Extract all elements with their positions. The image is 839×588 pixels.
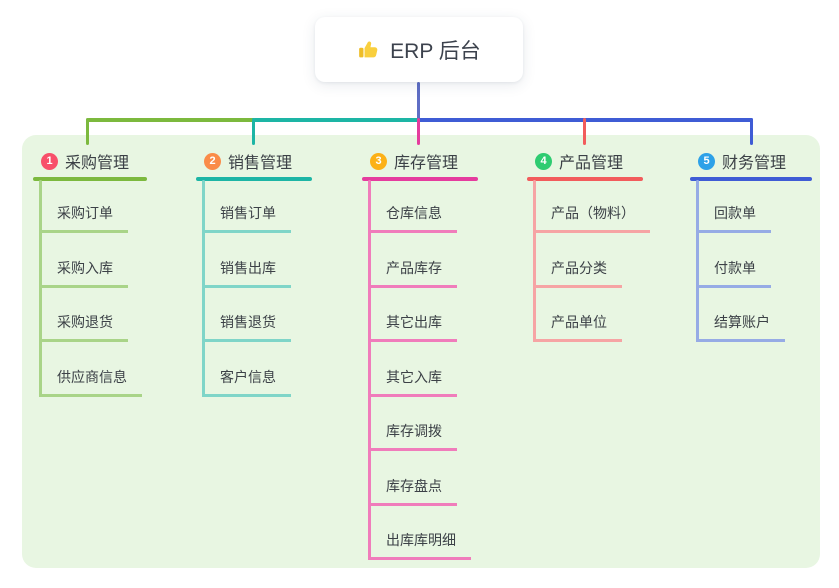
child-node[interactable]: 产品分类	[533, 258, 622, 288]
connector-line	[416, 118, 420, 145]
branch-index-badge: 2	[204, 152, 221, 170]
branch-node-1[interactable]: 1 采购管理	[41, 149, 129, 173]
branch-node-2[interactable]: 2 销售管理	[204, 149, 292, 173]
connector-line	[251, 118, 255, 145]
child-node-label: 客户信息	[202, 368, 291, 397]
connector-line	[202, 180, 205, 396]
connector-line	[533, 180, 536, 341]
root-label: ERP 后台	[390, 39, 481, 63]
branch-label: 库存管理	[394, 155, 459, 172]
connector-line	[87, 118, 255, 122]
child-node-label: 采购入库	[39, 259, 128, 288]
branch-index-badge: 5	[698, 152, 715, 170]
child-node-label: 采购订单	[39, 204, 128, 233]
child-node-label: 其它出库	[368, 313, 457, 342]
child-node-label: 销售订单	[202, 204, 291, 233]
child-node[interactable]: 付款单	[696, 258, 771, 288]
child-node-label: 采购退货	[39, 313, 128, 342]
child-node[interactable]: 采购订单	[39, 203, 128, 233]
child-node[interactable]: 仓库信息	[368, 203, 457, 233]
root-node[interactable]: ERP 后台	[315, 17, 523, 82]
child-node[interactable]: 产品单位	[533, 312, 622, 342]
connector-line	[696, 180, 699, 341]
branch-label: 财务管理	[722, 155, 787, 172]
branch-node-4[interactable]: 4 产品管理	[535, 149, 623, 173]
child-node[interactable]: 库存盘点	[368, 476, 457, 506]
thumbs-up-icon	[359, 41, 378, 58]
branch-index-badge: 4	[535, 152, 552, 170]
branch-label: 产品管理	[559, 155, 624, 172]
child-node[interactable]: 产品库存	[368, 258, 457, 288]
child-node[interactable]: 采购入库	[39, 258, 128, 288]
child-node[interactable]: 出库库明细	[368, 530, 471, 560]
child-node[interactable]: 其它入库	[368, 367, 457, 397]
connector-line	[368, 180, 371, 559]
child-node-label: 销售退货	[202, 313, 291, 342]
child-node[interactable]: 结算账户	[696, 312, 785, 342]
branch-underline	[362, 177, 478, 181]
child-node[interactable]: 销售退货	[202, 312, 291, 342]
child-node-label: 供应商信息	[39, 368, 142, 397]
child-node-label: 出库库明细	[368, 531, 471, 560]
child-node[interactable]: 销售订单	[202, 203, 291, 233]
child-node[interactable]: 采购退货	[39, 312, 128, 342]
child-node-label: 其它入库	[368, 368, 457, 397]
child-node[interactable]: 销售出库	[202, 258, 291, 288]
child-node-label: 库存盘点	[368, 477, 457, 506]
connector-line	[85, 118, 89, 145]
branch-index-badge: 1	[41, 152, 58, 170]
child-node-label: 销售出库	[202, 259, 291, 288]
child-node-label: 产品分类	[533, 259, 622, 288]
branch-index-badge: 3	[370, 152, 387, 170]
connector-line	[253, 118, 420, 122]
child-node-label: 付款单	[696, 259, 771, 288]
branch-label: 销售管理	[228, 155, 293, 172]
branch-underline	[196, 177, 312, 181]
connector-line	[39, 180, 42, 396]
child-node[interactable]: 回款单	[696, 203, 771, 233]
connector-line	[416, 82, 420, 120]
branch-underline	[33, 177, 147, 181]
branch-node-5[interactable]: 5 财务管理	[698, 149, 786, 173]
background-panel	[22, 135, 820, 568]
branch-underline	[690, 177, 812, 181]
child-node[interactable]: 供应商信息	[39, 367, 142, 397]
child-node-label: 结算账户	[696, 313, 785, 342]
child-node-label: 产品（物料）	[533, 204, 650, 233]
connector-line	[749, 118, 753, 145]
child-node-label: 仓库信息	[368, 204, 457, 233]
branch-underline	[527, 177, 643, 181]
connector-line	[582, 118, 586, 145]
child-node[interactable]: 其它出库	[368, 312, 457, 342]
branch-node-3[interactable]: 3 库存管理	[370, 149, 458, 173]
child-node-label: 产品单位	[533, 313, 622, 342]
child-node[interactable]: 客户信息	[202, 367, 291, 397]
branch-label: 采购管理	[65, 155, 130, 172]
child-node[interactable]: 产品（物料）	[533, 203, 650, 233]
child-node[interactable]: 库存调拨	[368, 421, 457, 451]
child-node-label: 回款单	[696, 204, 771, 233]
child-node-label: 产品库存	[368, 259, 457, 288]
child-node-label: 库存调拨	[368, 422, 457, 451]
